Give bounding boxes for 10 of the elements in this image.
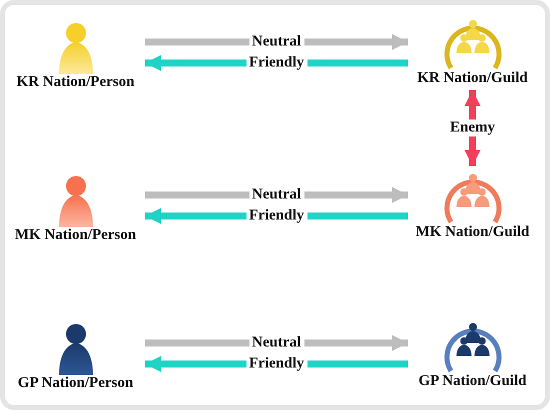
node-label: GP Nation/Person	[18, 375, 134, 392]
edge-label: Friendly	[246, 208, 307, 224]
edge-label: Enemy	[447, 120, 498, 136]
edge-label: Friendly	[246, 356, 307, 372]
node-label: KR Nation/Person	[16, 74, 134, 91]
edge-label: Friendly	[246, 54, 307, 72]
node-label: KR Nation/Guild	[417, 70, 528, 87]
node-label: MK Nation/Person	[14, 227, 136, 244]
node-label: GP Nation/Guild	[418, 373, 526, 390]
node-label: MK Nation/Guild	[416, 224, 530, 241]
